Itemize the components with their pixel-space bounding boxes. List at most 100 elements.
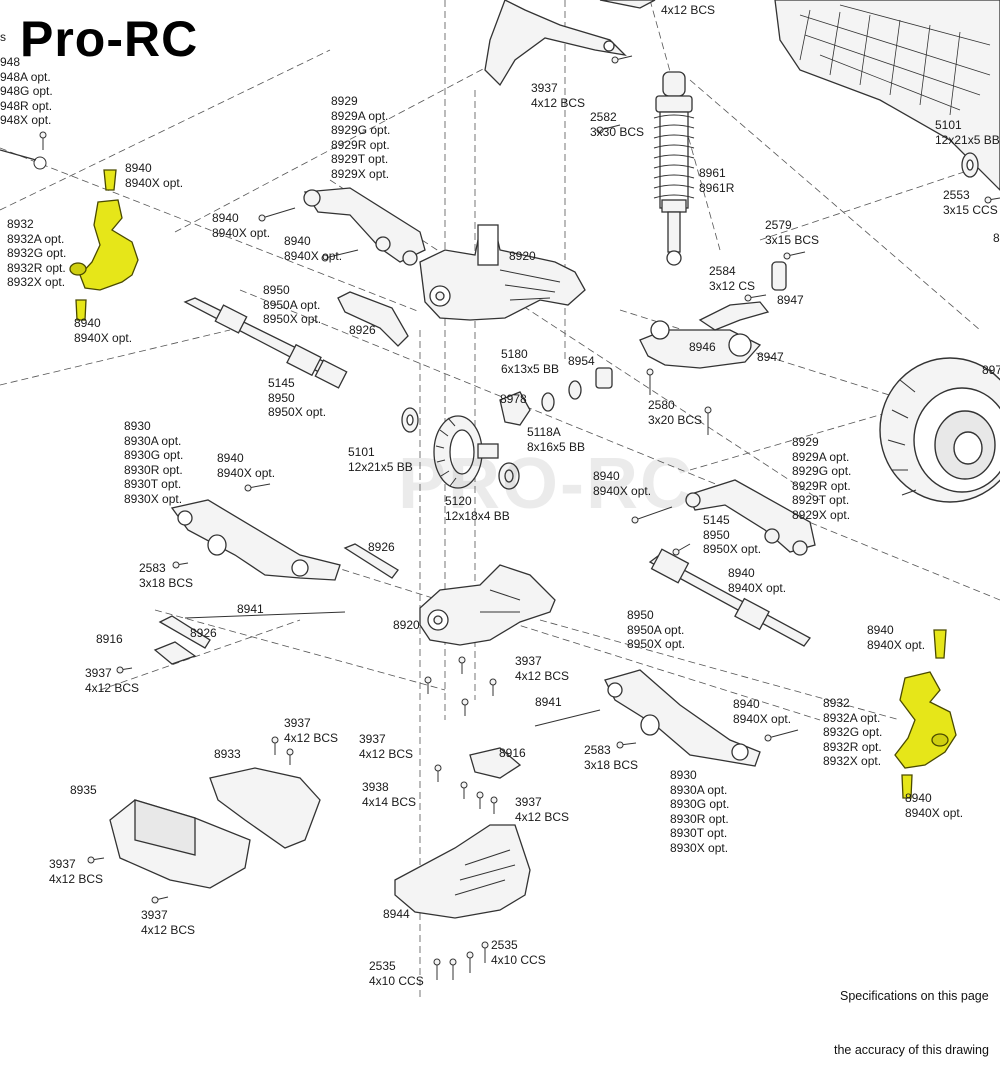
part-number: 4x12 BCS — [49, 871, 104, 886]
part-number: 8929R opt. — [331, 137, 390, 152]
footnote-line-1: Specifications on this page — [840, 989, 989, 1003]
part-number: 8930A opt. — [124, 433, 182, 448]
part-number: s — [0, 30, 6, 44]
part-number: 3937 — [284, 716, 311, 730]
front-bumper — [109, 799, 251, 889]
part-number: 3x20 BCS — [648, 412, 703, 427]
upper-arm-front — [685, 479, 816, 556]
part-number: 8950 — [268, 390, 295, 405]
part-label: 8946 — [689, 340, 716, 355]
part-number: 4x10 CCS — [369, 973, 424, 988]
part-number: 4x12 BCS — [515, 668, 570, 683]
part-number: 8929 — [792, 435, 819, 449]
driveshaft-rear — [183, 297, 348, 389]
part-number: 8916 — [499, 746, 526, 760]
driveshaft-front — [648, 548, 811, 647]
steering-bellcrank — [639, 261, 787, 369]
part-label: 8933 — [214, 747, 241, 762]
part-number: 8929A opt. — [792, 449, 850, 464]
part-label: 8916 — [96, 632, 123, 647]
part-number: 948R opt. — [0, 98, 53, 113]
part-number: 8940 — [125, 161, 152, 175]
part-number: 5145 — [703, 513, 730, 527]
part-number: 8932A opt. — [823, 710, 881, 725]
upper-shock-mount — [484, 0, 656, 87]
part-label: 8920 — [509, 249, 536, 264]
footnote-line-2: the accuracy of this drawing — [834, 1043, 989, 1057]
part-number: 8940X opt. — [125, 175, 184, 190]
part-number: 4x12 BCS — [359, 746, 414, 761]
part-number: 5101 — [935, 118, 962, 132]
part-number: 8929G opt. — [792, 464, 852, 478]
part-number: 4x12 BCS — [531, 95, 586, 110]
part-label: 4x12 BCS — [661, 3, 715, 18]
part-number: 8932X opt. — [823, 754, 882, 768]
part-number: 2584 — [709, 264, 736, 278]
part-label: 8926 — [190, 626, 217, 641]
part-number: 8930 — [124, 419, 151, 433]
part-number: 948X opt. — [0, 113, 52, 127]
part-number: 8932G opt. — [7, 246, 67, 260]
part-label: 8941 — [237, 602, 264, 617]
part-number: 5145 — [268, 376, 295, 390]
part-number: 8930A opt. — [670, 782, 728, 797]
part-number: 4x10 CCS — [491, 952, 546, 967]
part-number: 8930R opt. — [670, 811, 729, 826]
part-number: 8930T opt. — [124, 477, 182, 491]
part-number: 3937 — [359, 732, 386, 746]
part-number: 8940X opt. — [733, 711, 792, 726]
part-label: 8935 — [70, 783, 97, 798]
part-number: 8940X opt. — [593, 483, 652, 498]
part-number: 8932G opt. — [823, 725, 883, 739]
part-number: 8940 — [867, 623, 894, 637]
part-number: 8947 — [777, 293, 804, 307]
part-number: 8929X opt. — [792, 507, 851, 522]
part-number: 3x18 BCS — [584, 757, 639, 772]
part-number: 8930G opt. — [124, 448, 184, 462]
part-label: 8947 — [757, 350, 784, 365]
part-number: 8930R opt. — [124, 462, 183, 477]
part-number: 8929 — [331, 94, 358, 108]
part-number: 12x18x4 BB — [445, 508, 510, 523]
part-label: 8947 — [777, 293, 804, 308]
part-label: 8941 — [535, 695, 562, 710]
part-label: 8954 — [568, 354, 595, 369]
part-number: 8978 — [500, 392, 527, 406]
part-number: 3938 — [362, 780, 389, 794]
part-number: 8944 — [383, 907, 410, 921]
part-number: 4x12 BCS — [515, 809, 570, 824]
part-number: 8930X opt. — [670, 840, 729, 855]
part-number: 8940 — [74, 316, 101, 330]
part-number: 3x15 CCS — [943, 202, 998, 217]
part-number: 8929T opt. — [331, 152, 389, 166]
part-number: 2535 — [369, 959, 396, 973]
part-number: 8933 — [214, 747, 241, 761]
highlighted-steering-knuckle-rear — [69, 169, 139, 321]
part-number: 3937 — [141, 908, 168, 922]
part-number: 12x21x5 BB — [935, 132, 1000, 147]
part-number: 3937 — [85, 666, 112, 680]
part-number: 8950 — [703, 527, 730, 542]
